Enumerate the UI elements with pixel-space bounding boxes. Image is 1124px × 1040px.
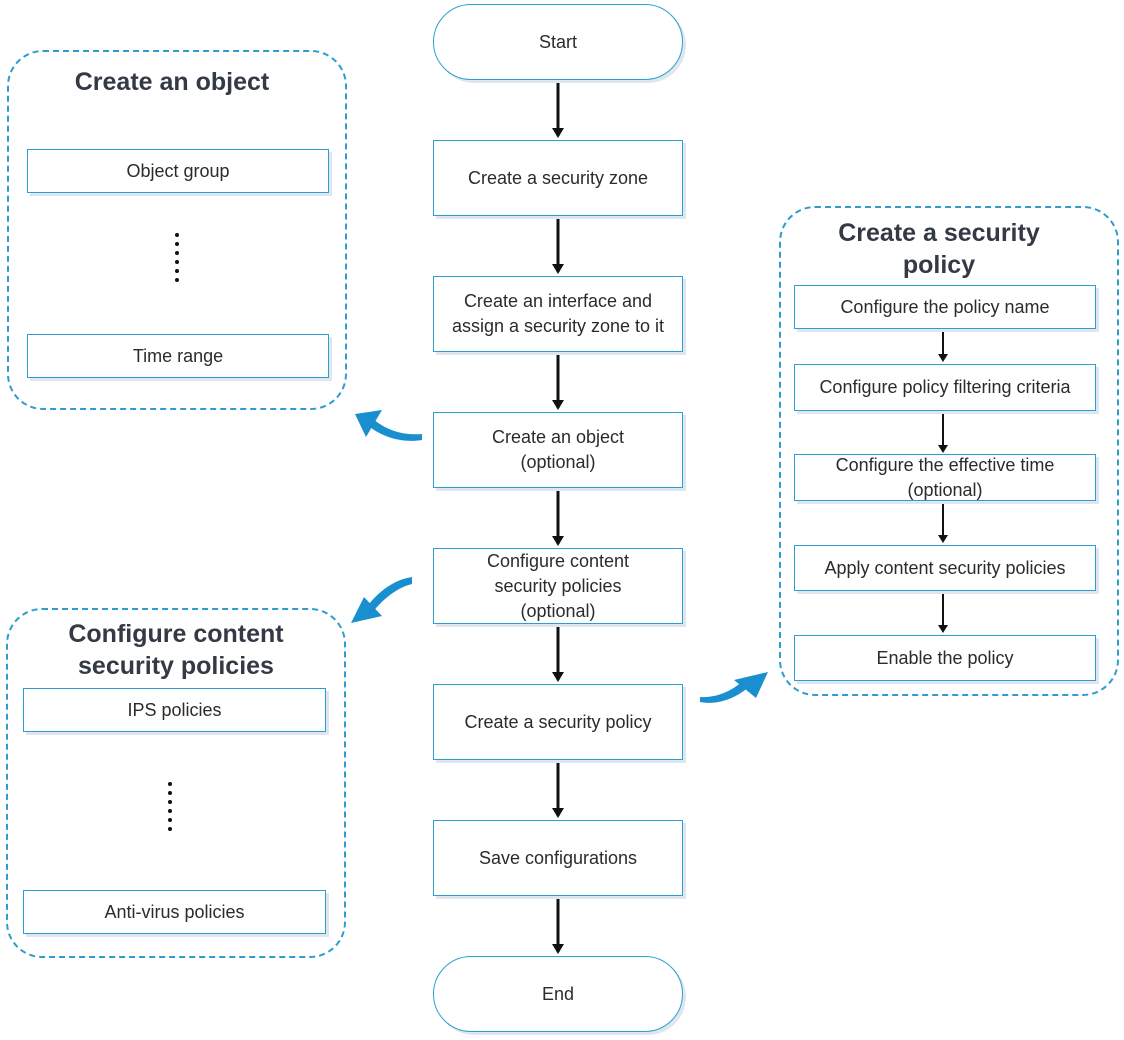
content-group-title: Configure content security policies	[68, 620, 284, 680]
object-item-time-range: Time range	[27, 334, 329, 378]
content-item-anti-virus: Anti-virus policies	[23, 890, 326, 934]
step-create-security-policy: Create a security policy	[433, 684, 683, 760]
policy-step-apply-content: Apply content security policies	[794, 545, 1096, 591]
step-label: Create a security policy	[464, 711, 652, 732]
start-label: Start	[538, 31, 577, 52]
policy-step-label: Enable the policy	[876, 647, 1014, 668]
step-label: Create an interface and assign a securit…	[451, 291, 665, 336]
end-terminal: End	[433, 956, 683, 1032]
step-save-configurations: Save configurations	[433, 820, 683, 896]
step-create-security-zone: Create a security zone	[433, 140, 683, 216]
policy-step-label: Configure policy filtering criteria	[819, 377, 1071, 397]
step-configure-content-security: Configure content security policies (opt…	[433, 548, 683, 624]
step-create-interface: Create an interface and assign a securit…	[433, 276, 683, 352]
policy-group-container	[779, 206, 1119, 696]
policy-group-title: Create a security policy	[838, 219, 1040, 279]
policy-step-label: Apply content security policies	[824, 557, 1066, 578]
object-item-label: Object group	[126, 160, 230, 181]
object-item-label: Time range	[132, 345, 224, 366]
content-item-label: Anti-virus policies	[104, 901, 245, 922]
curve-arrow-to-object	[355, 410, 422, 441]
ellipsis-dots	[168, 782, 172, 836]
policy-step-enable: Enable the policy	[794, 635, 1096, 681]
object-group-title: Create an object	[74, 68, 270, 96]
start-terminal: Start	[433, 4, 683, 80]
policy-step-effective-time: Configure the effective time (optional)	[794, 454, 1096, 501]
policy-step-label: Configure the policy name	[840, 296, 1050, 317]
step-label: Save configurations	[478, 847, 638, 868]
content-group-container	[6, 608, 346, 958]
object-item-object-group: Object group	[27, 149, 329, 193]
step-label: Create an object (optional)	[491, 427, 625, 472]
policy-step-label: Configure the effective time (optional)	[835, 454, 1055, 500]
ellipsis-dots	[175, 233, 179, 287]
curve-arrow-to-policy	[700, 672, 768, 703]
policy-step-name: Configure the policy name	[794, 285, 1096, 329]
content-item-label: IPS policies	[127, 699, 222, 720]
step-label: Create a security zone	[467, 167, 649, 188]
step-create-object: Create an object (optional)	[433, 412, 683, 488]
object-group-container	[7, 50, 347, 410]
end-label: End	[541, 983, 575, 1004]
content-item-ips: IPS policies	[23, 688, 326, 732]
policy-step-filtering: Configure policy filtering criteria	[794, 364, 1096, 411]
step-label: Configure content security policies (opt…	[486, 550, 630, 621]
curve-arrow-to-content	[351, 577, 412, 623]
